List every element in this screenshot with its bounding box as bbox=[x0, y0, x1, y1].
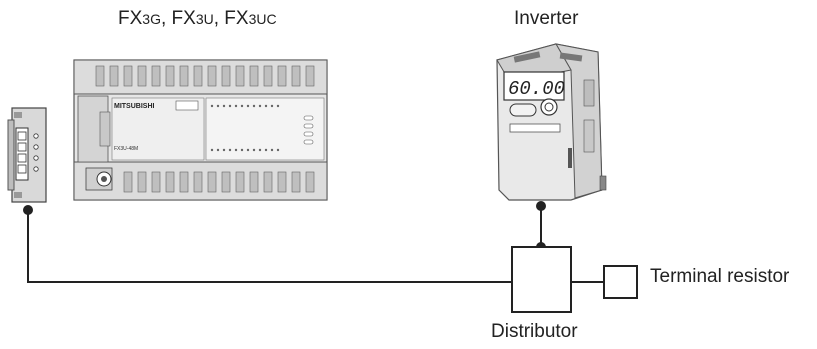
inverter-display-text: 60.00 bbox=[508, 78, 565, 100]
distributor-box bbox=[511, 246, 572, 313]
inverter-connection-dot bbox=[536, 201, 546, 211]
plc-unit: MITSUBISHI FX3U-48M bbox=[73, 59, 328, 201]
distributor-label: Distributor bbox=[491, 321, 578, 342]
plc-to-distributor-cable bbox=[27, 210, 512, 283]
wiring bbox=[27, 206, 604, 283]
communication-adapter bbox=[7, 107, 47, 203]
inverter-label: Inverter bbox=[514, 8, 579, 29]
plc-models-label: FX3G, FX3U, FX3UC bbox=[118, 8, 277, 29]
plc-brand-text: MITSUBISHI bbox=[114, 103, 155, 110]
plc-connection-dot bbox=[23, 205, 33, 215]
terminal-resistor-label: Terminal resistor bbox=[650, 266, 790, 287]
terminal-resistor-box bbox=[603, 265, 638, 299]
plc-model-plate-text: FX3U-48M bbox=[114, 146, 138, 152]
inverter-unit: 60.00 bbox=[496, 43, 607, 201]
